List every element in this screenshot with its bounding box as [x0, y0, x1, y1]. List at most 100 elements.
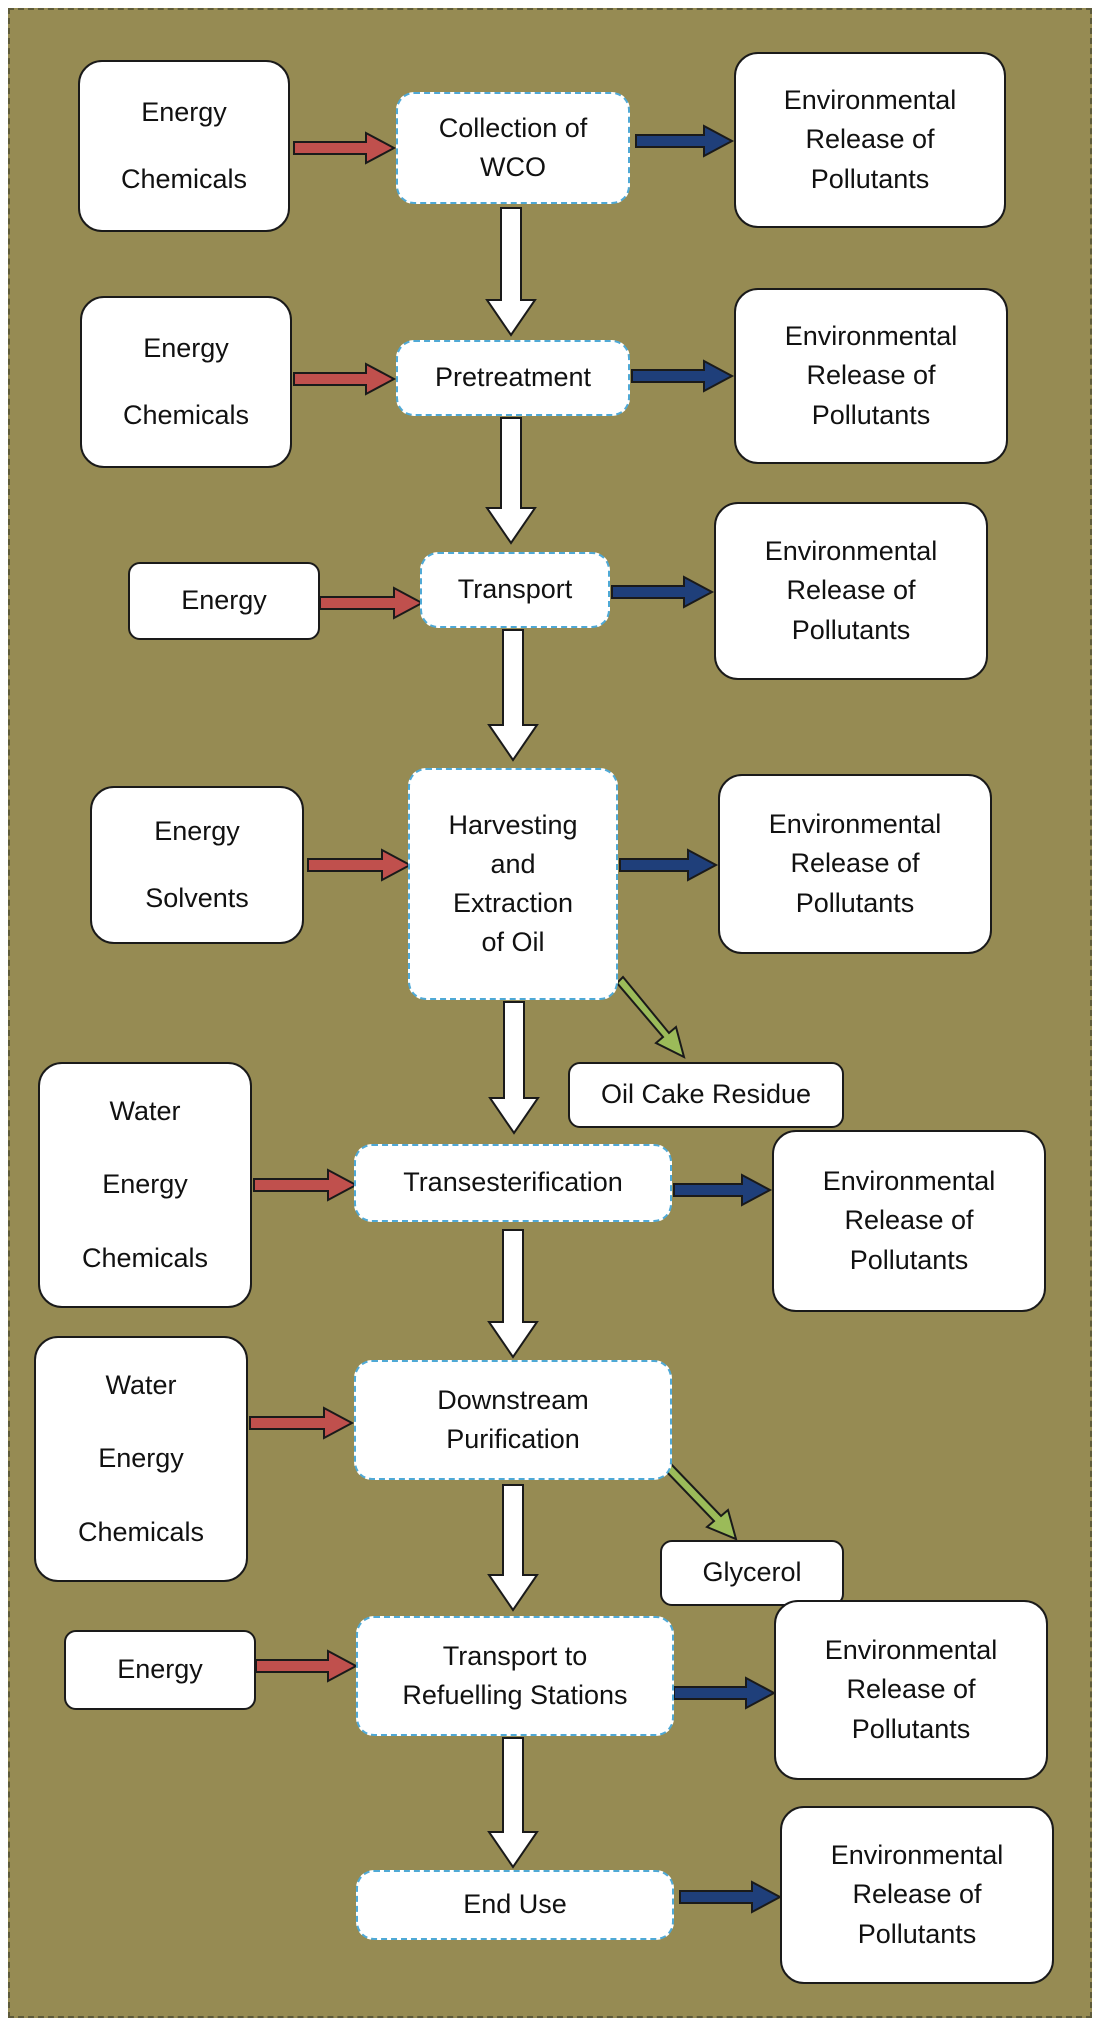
- output-label: Environmental: [822, 1166, 996, 1197]
- input-box: Water Energy Chemicals: [34, 1336, 248, 1582]
- input-label: Energy: [98, 1443, 184, 1474]
- process-box-transesterification: Transesterification: [354, 1144, 672, 1222]
- process-label: Extraction: [452, 888, 574, 918]
- input-arrow: [319, 586, 425, 620]
- output-label: Environmental: [824, 1635, 998, 1666]
- process-label: End Use: [463, 1889, 567, 1920]
- input-arrow: [253, 1168, 359, 1202]
- input-box: Energy Chemicals: [78, 60, 290, 232]
- pollutants-box: Environmental Release of Pollutants: [734, 288, 1008, 464]
- process-label: Transport to: [442, 1640, 588, 1671]
- output-arrow: [619, 848, 719, 882]
- flow-arrow: [487, 1737, 539, 1869]
- output-label: Release of: [805, 124, 935, 155]
- flow-arrow: [487, 1229, 539, 1359]
- byproduct-box-glycerol: Glycerol: [660, 1540, 844, 1606]
- input-arrow: [255, 1649, 359, 1683]
- output-label: Release of: [806, 360, 936, 391]
- input-label: Water: [105, 1370, 177, 1401]
- process-label: Purification: [446, 1424, 580, 1454]
- input-label: Energy: [102, 1169, 188, 1200]
- flow-arrow: [485, 207, 537, 337]
- input-arrow: [249, 1406, 355, 1440]
- output-arrow: [631, 359, 735, 393]
- flow-arrow: [487, 629, 539, 762]
- input-label: Solvents: [145, 883, 249, 913]
- output-label: Pollutants: [857, 1918, 977, 1949]
- input-label: Energy: [117, 1654, 203, 1685]
- flow-arrow: [487, 1484, 539, 1612]
- flow-arrow: [485, 417, 537, 545]
- output-label: Pollutants: [851, 1713, 971, 1744]
- pollutants-box: Environmental Release of Pollutants: [714, 502, 988, 680]
- output-arrow: [673, 1173, 773, 1207]
- output-label: Environmental: [783, 85, 957, 116]
- input-label: Water: [109, 1096, 181, 1127]
- flow-arrow: [488, 1001, 540, 1135]
- process-box-transport: Transport: [420, 552, 610, 628]
- process-box-collection-of-wco: Collection of WCO: [396, 92, 630, 204]
- byproduct-label: Oil Cake Residue: [600, 1079, 812, 1110]
- process-label: Refuelling Stations: [402, 1680, 628, 1710]
- output-label: Release of: [852, 1879, 982, 1910]
- process-label: Downstream: [437, 1384, 589, 1415]
- input-box: Energy Solvents: [90, 786, 304, 944]
- input-box: Energy: [128, 562, 320, 640]
- input-box: Water Energy Chemicals: [38, 1062, 252, 1308]
- byproduct-arrow: [615, 975, 686, 1059]
- output-label: Environmental: [764, 536, 938, 567]
- input-arrow: [293, 362, 397, 396]
- input-label: Energy: [141, 96, 227, 127]
- pollutants-box: Environmental Release of Pollutants: [772, 1130, 1046, 1312]
- byproduct-arrow: [662, 1461, 738, 1541]
- input-label: Chemicals: [81, 1242, 209, 1273]
- pollutants-box: Environmental Release of Pollutants: [718, 774, 992, 954]
- byproduct-box-oil-cake-residue: Oil Cake Residue: [568, 1062, 844, 1128]
- output-label: Pollutants: [810, 163, 930, 194]
- input-label: Chemicals: [77, 1516, 205, 1547]
- input-label: Energy: [143, 332, 229, 363]
- process-box-downstream-purification: Downstream Purification: [354, 1360, 672, 1480]
- input-box: Energy: [64, 1630, 256, 1710]
- output-label: Release of: [786, 575, 916, 606]
- output-arrow: [635, 124, 735, 158]
- input-box: Energy Chemicals: [80, 296, 292, 468]
- output-label: Environmental: [830, 1840, 1004, 1871]
- input-arrow: [307, 848, 413, 882]
- output-arrow: [679, 1880, 783, 1914]
- process-label: Harvesting: [448, 809, 578, 840]
- input-label: Energy: [154, 815, 240, 846]
- output-label: Environmental: [768, 809, 942, 840]
- input-label: Energy: [181, 585, 267, 616]
- output-label: Release of: [844, 1205, 974, 1236]
- pollutants-box: Environmental Release of Pollutants: [734, 52, 1006, 228]
- output-label: Release of: [846, 1674, 976, 1705]
- process-label: and: [490, 848, 536, 879]
- input-arrow: [293, 131, 397, 165]
- process-box-pretreatment: Pretreatment: [396, 340, 630, 416]
- input-label: Chemicals: [122, 400, 250, 430]
- output-label: Release of: [790, 848, 920, 879]
- process-label: Collection of: [438, 112, 588, 143]
- output-label: Pollutants: [849, 1244, 969, 1275]
- byproduct-label: Glycerol: [702, 1557, 802, 1588]
- process-label: Pretreatment: [434, 362, 592, 393]
- pollutants-box: Environmental Release of Pollutants: [780, 1806, 1054, 1984]
- output-arrow: [673, 1676, 777, 1710]
- output-label: Pollutants: [791, 614, 911, 645]
- process-box-harvesting-extraction: Harvesting and Extraction of Oil: [408, 768, 618, 1000]
- process-box-end-use: End Use: [356, 1870, 674, 1940]
- output-label: Environmental: [784, 321, 958, 352]
- input-label: Chemicals: [120, 164, 248, 194]
- output-label: Pollutants: [795, 887, 915, 918]
- process-label: of Oil: [481, 927, 545, 958]
- output-arrow: [611, 575, 715, 609]
- process-box-transport-to-refuelling: Transport to Refuelling Stations: [356, 1616, 674, 1736]
- process-label: Transesterification: [403, 1167, 623, 1198]
- process-label: Transport: [457, 574, 573, 605]
- process-label: WCO: [480, 152, 546, 182]
- output-label: Pollutants: [811, 399, 931, 430]
- pollutants-box: Environmental Release of Pollutants: [774, 1600, 1048, 1780]
